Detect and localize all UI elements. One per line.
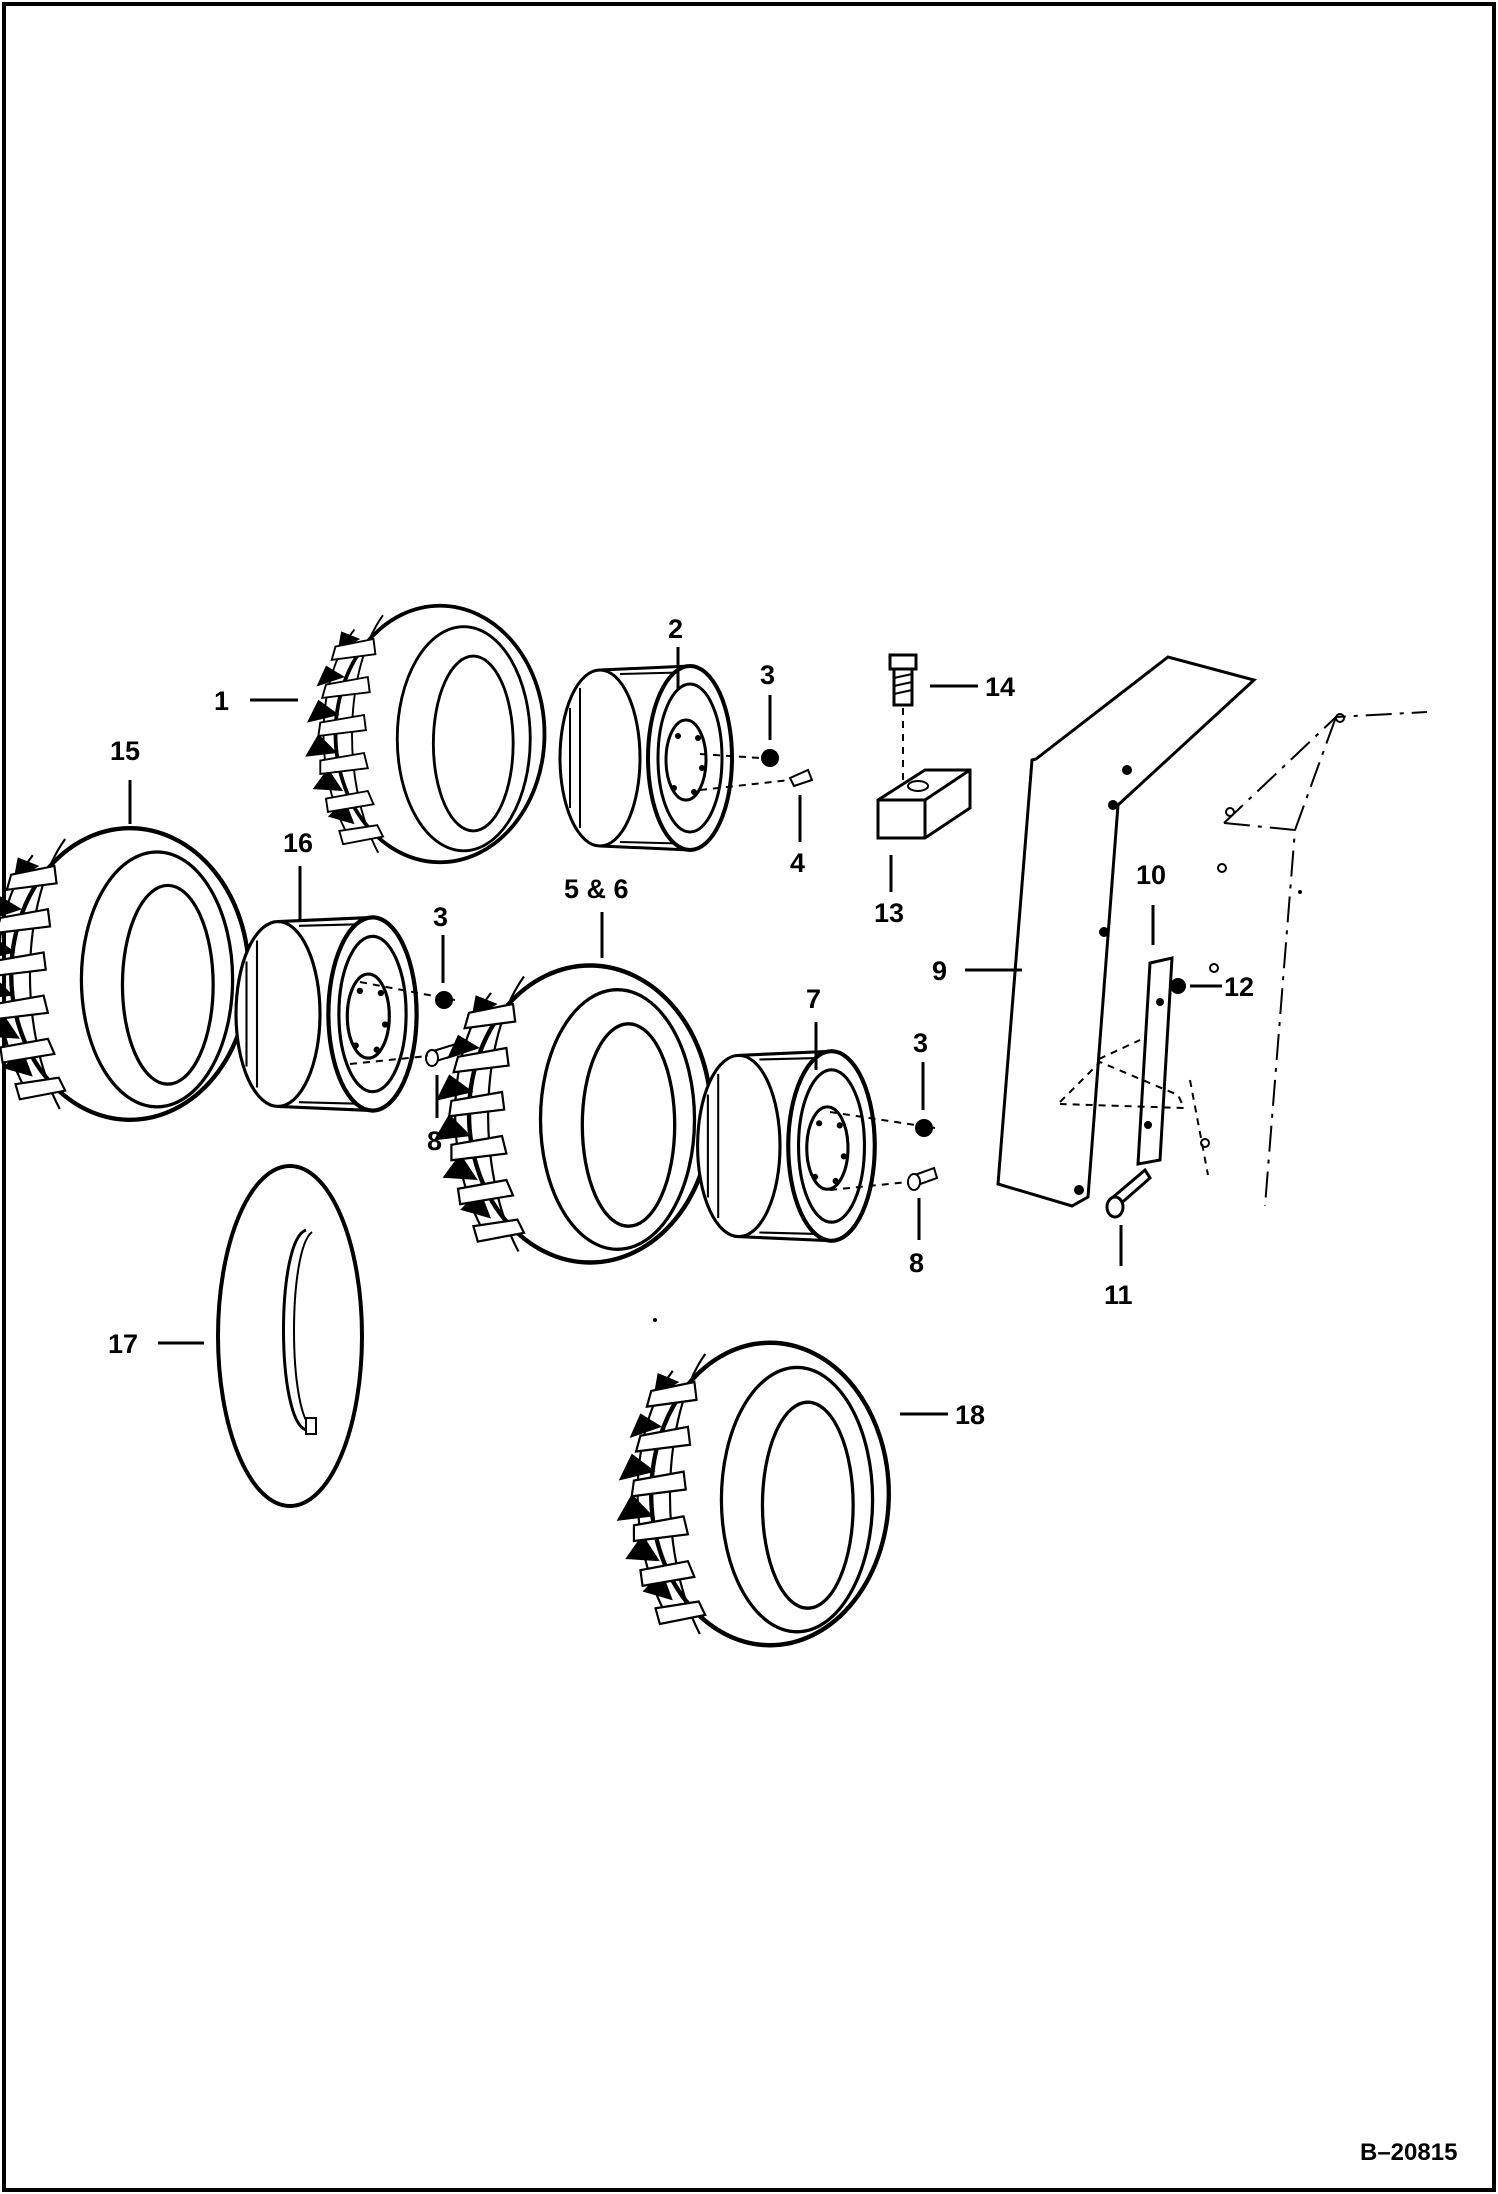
nut-part-12	[1170, 978, 1186, 994]
callout-7: 7	[806, 984, 821, 1014]
wheel-rim-part-2	[558, 664, 734, 852]
inner-tube-part-17	[216, 1164, 364, 1508]
callout-4: 4	[790, 848, 805, 878]
callout-18: 18	[955, 1400, 985, 1430]
lug-nut-3-top	[761, 749, 779, 767]
callout-9: 9	[932, 956, 947, 986]
wheel-rim-part-7	[698, 1051, 875, 1241]
callout-2: 2	[668, 614, 683, 644]
lug-nut-3-right	[915, 1119, 933, 1137]
callout-5-6: 5 & 6	[564, 874, 629, 904]
wheel-stud-4	[788, 768, 814, 788]
bolt-part-14	[888, 653, 918, 780]
callout-11: 11	[1104, 1280, 1133, 1310]
bolt-part-11	[1105, 1167, 1152, 1219]
tire-part-18	[617, 1343, 889, 1645]
callout-3-left: 3	[433, 902, 448, 932]
wheel-rim-part-16	[236, 917, 417, 1110]
callout-12: 12	[1224, 972, 1254, 1002]
bar-part-10	[1059, 956, 1186, 1166]
callout-3-top: 3	[760, 660, 775, 690]
tire-part-5-6	[434, 966, 711, 1263]
fender-part-9	[996, 655, 1258, 1208]
block-part-13	[876, 768, 972, 840]
callout-13: 13	[874, 898, 904, 928]
lug-nut-3-left	[435, 991, 453, 1009]
tire-part-1	[303, 603, 547, 865]
callout-15: 15	[110, 736, 140, 766]
callout-3-right: 3	[913, 1028, 928, 1058]
callout-14: 14	[985, 672, 1015, 702]
tire-part-15	[0, 828, 249, 1120]
callout-16: 16	[283, 828, 313, 858]
callout-17: 17	[108, 1329, 138, 1359]
figure-reference: B–20815	[1360, 2139, 1457, 2166]
callout-10: 10	[1136, 860, 1166, 890]
callout-8-right: 8	[909, 1248, 924, 1278]
callout-1: 1	[214, 686, 229, 716]
machine-body-outline	[1189, 711, 1428, 1207]
